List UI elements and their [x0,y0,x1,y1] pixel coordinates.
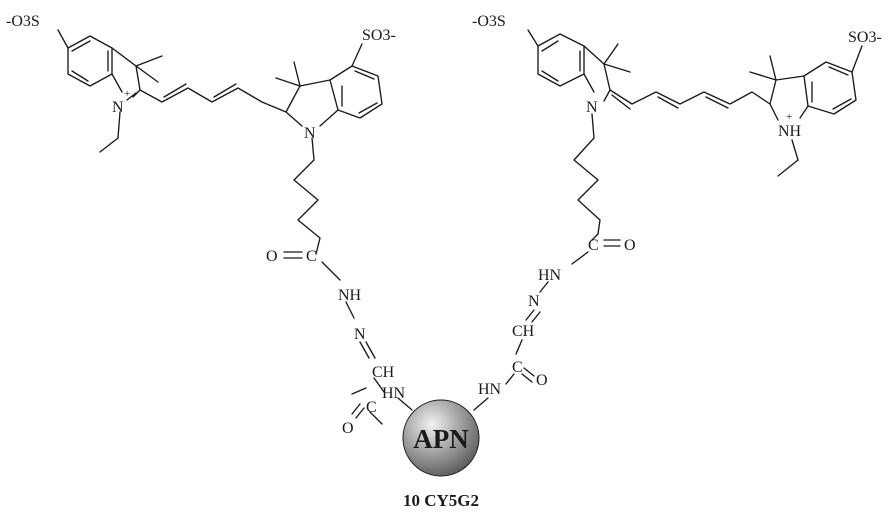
amide-carbon-right-2: C [512,359,523,376]
amide-hn-right: HN [538,267,562,284]
sulfonate-label-right: SO3- [848,29,882,46]
nitrogen-label-center-left: N [304,125,316,142]
apn-nanoparticle-sphere [402,399,480,477]
carbonyl-oxygen-right-1: O [624,237,636,254]
positive-charge-left: + [124,88,130,100]
positive-charge-right: + [786,111,792,123]
center-left-indoline-ring [275,43,383,255]
amide-nh-left: NH [338,287,362,304]
right-linker [473,233,621,411]
sulfonate-label-center-right: -O3S [472,13,506,30]
left-linker [283,251,413,425]
methine-ch-right: CH [512,323,535,340]
right-polymethine-chain [609,89,771,110]
imine-nitrogen-left: N [354,326,366,343]
nitrogen-label-center-right: N [586,99,598,116]
hn-label-left-apn: HN [382,385,406,402]
right-indolium-ring [749,45,863,177]
carbonyl-oxygen-right-2: O [536,372,548,389]
amide-carbon-left-1: C [306,248,317,265]
left-polymethine-chain [139,83,287,113]
hn-label-right-apn: HN [478,381,502,398]
apn-label: APN [413,424,469,454]
carbonyl-oxygen-left-2: O [342,420,354,437]
center-right-indolium-ring [527,29,631,235]
sulfonate-label-left: -O3S [6,13,40,30]
left-indolium-ring [57,29,163,153]
imine-nitrogen-right: N [528,293,540,310]
carbonyl-oxygen-left-1: O [266,248,278,265]
compound-caption: 10 CY5G2 [403,491,479,510]
nitrogen-label-left-indolium: N [112,99,124,116]
amide-carbon-right-1: C [588,237,599,254]
methine-ch-left: CH [372,364,395,381]
sulfonate-label-center-left: SO3- [362,27,396,44]
nh-label-right-indolium: NH [778,123,802,140]
amide-carbon-left-2: C [366,399,377,416]
